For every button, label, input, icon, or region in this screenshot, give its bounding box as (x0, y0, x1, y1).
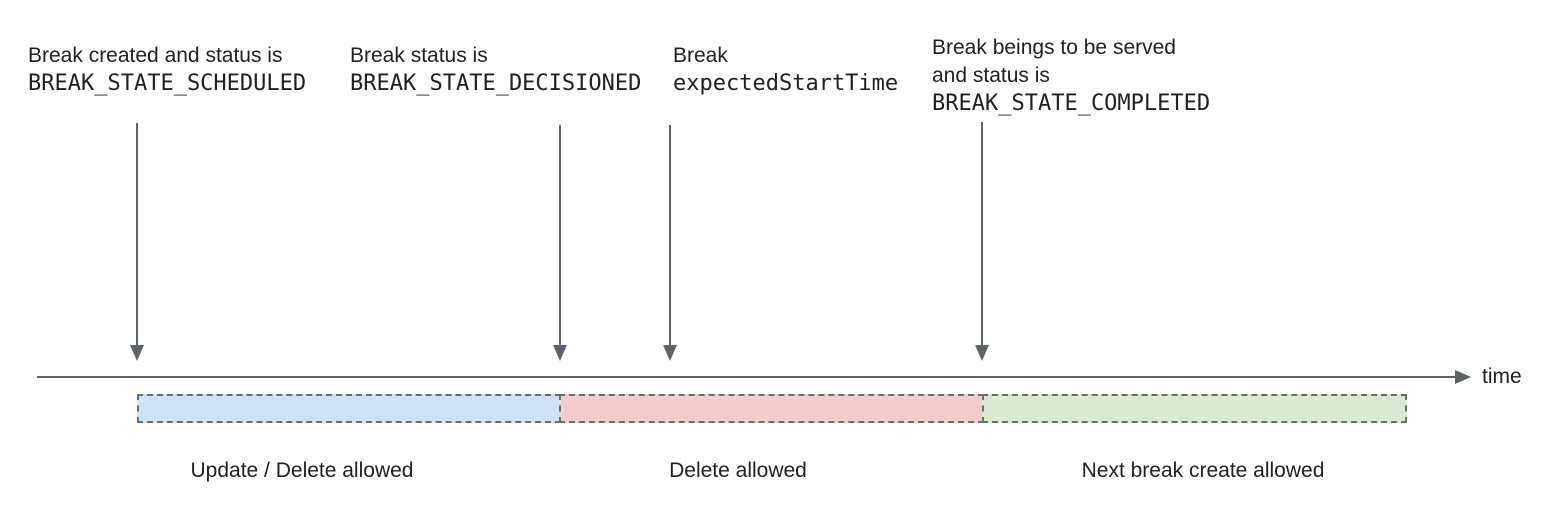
annotation-scheduled: Break created and status is BREAK_STATE_… (28, 42, 306, 98)
annotation-decisioned-text: Break status is (350, 44, 488, 67)
segment-next-break-create-allowed (982, 394, 1407, 423)
arrow-head-icon-scheduled (130, 345, 144, 361)
segment-delete-allowed (559, 394, 984, 423)
arrow-head-icon-completed (975, 345, 989, 361)
time-axis-label: time (1482, 365, 1522, 388)
annotation-expected-start-code: expectedStartTime (673, 71, 899, 96)
segment-label-update-delete-allowed: Update / Delete allowed (190, 459, 414, 482)
time-axis-line (37, 376, 1456, 378)
arrow-head-icon-decisioned (553, 345, 567, 361)
annotation-scheduled-text: Break created and status is (28, 44, 283, 67)
annotation-expected-start: Break expectedStartTime (673, 42, 898, 98)
segment-update-delete-allowed (137, 394, 561, 423)
arrow-line-decisioned (559, 125, 561, 345)
annotation-completed: Break beings to be served and status is … (932, 34, 1210, 118)
arrow-head-icon-expected-start (663, 345, 677, 361)
annotation-completed-text-2: and status is (932, 64, 1050, 87)
annotation-decisioned-code: BREAK_STATE_DECISIONED (350, 71, 642, 96)
arrow-line-completed (981, 122, 983, 345)
annotation-completed-text-1: Break beings to be served (932, 36, 1176, 59)
annotation-completed-code: BREAK_STATE_COMPLETED (932, 91, 1211, 116)
annotation-expected-start-text: Break (673, 44, 728, 67)
annotation-scheduled-code: BREAK_STATE_SCHEDULED (28, 71, 307, 96)
arrow-line-scheduled (136, 123, 138, 345)
arrow-line-expected-start (669, 125, 671, 345)
segment-label-delete-allowed: Delete allowed (669, 459, 807, 482)
annotation-decisioned: Break status is BREAK_STATE_DECISIONED (350, 42, 641, 98)
time-axis-arrow-icon (1455, 370, 1471, 384)
segment-label-next-break-create-allowed: Next break create allowed (1081, 459, 1325, 482)
